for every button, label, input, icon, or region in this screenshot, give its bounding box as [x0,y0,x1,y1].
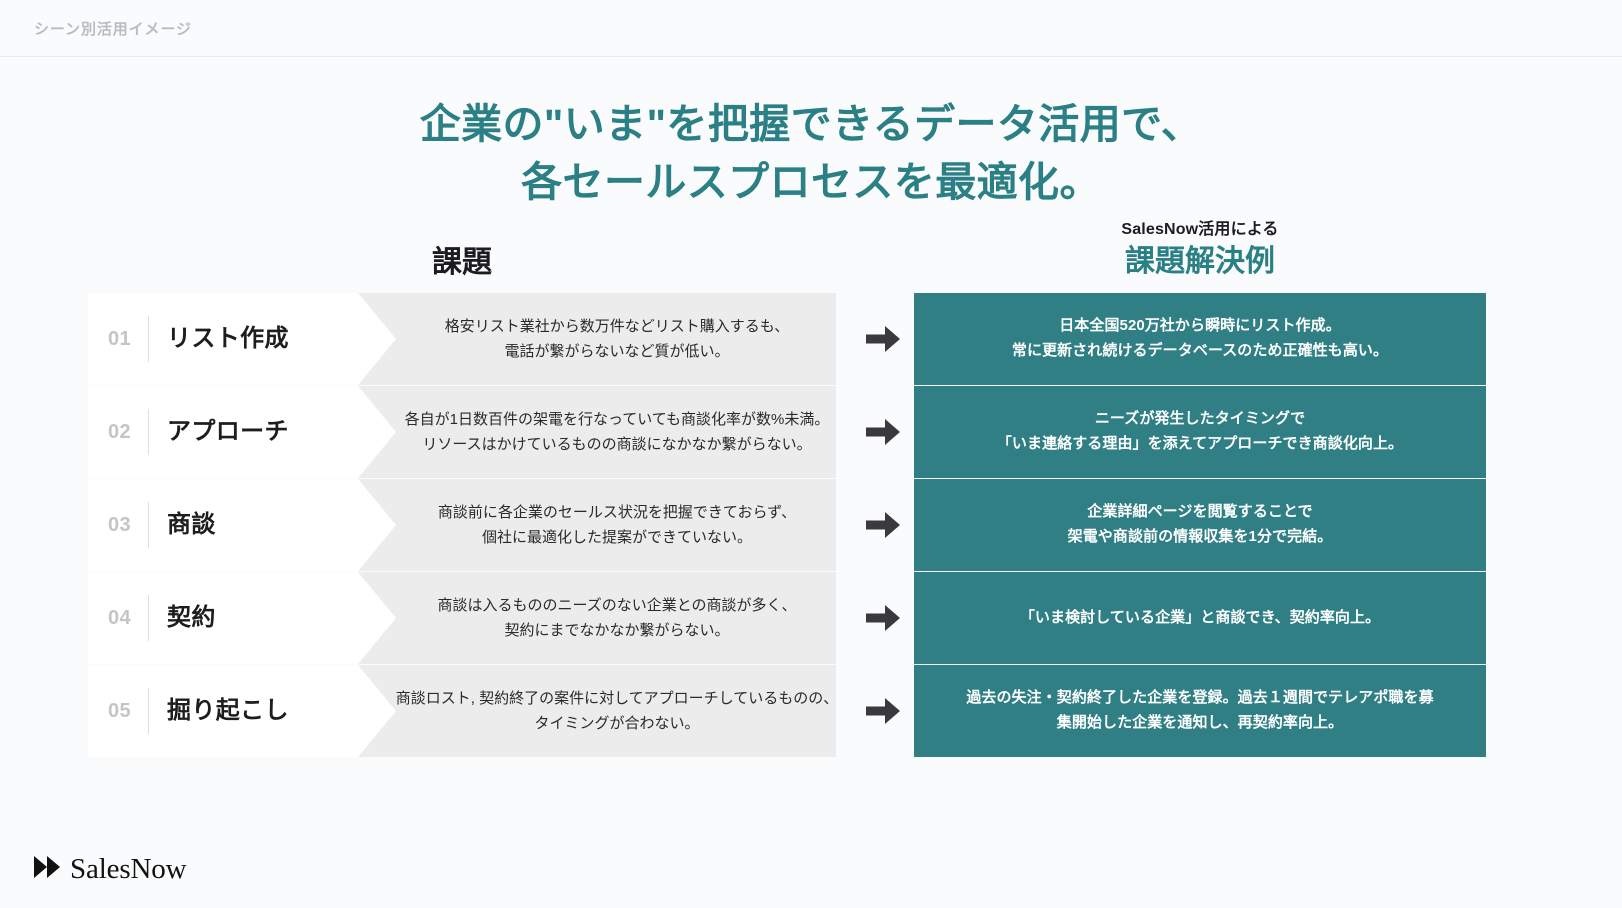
problem-description-line-2: リソースはかけているものの商談になかなか繋がらない。 [422,436,812,453]
topbar-label: シーン別活用イメージ [34,21,192,38]
solution-line-1: 日本全国520万社から瞬時にリスト作成。 [1059,317,1341,335]
solution-line-1: 「いま検討している企業」と商談でき、契約率向上。 [1019,608,1381,626]
solution-line-1: ニーズが発生したタイミングで [1094,410,1306,428]
chevron-shape-icon [358,665,396,757]
problem-description: 格安リスト業社から数万件などリスト購入するも、 電話が繋がらないなど質が低い。 [398,293,836,385]
problem-stage-name: 掘り起こし [167,696,289,724]
solution-card: 日本全国520万社から瞬時にリスト作成。 常に更新され続けるデータベースのため正… [914,293,1486,385]
process-rows: 01 リスト作成 格安リスト業社から数万件などリスト購入するも、 電話が繋がらな… [0,293,1622,758]
problem-label-block: 02 アプローチ [88,386,358,478]
problem-number: 05 [108,700,132,722]
divider [148,409,150,455]
problem-label-block: 05 掘り起こし [88,665,358,757]
right-arrow-icon [853,479,913,571]
problem-stage-name: リスト作成 [167,324,289,352]
problem-description-line-2: 個社に最適化した提案ができていない。 [481,529,752,546]
problem-description: 商談前に各企業のセールス状況を把握できておらず、 個社に最適化した提案ができてい… [398,479,836,571]
problem-description-line-1: 商談前に各企業のセールス状況を把握できておらず、 [437,503,797,521]
problem-description: 商談ロスト, 契約終了の案件に対してアプローチしているものの、 タイミングが合わ… [395,665,836,757]
problem-description-line-1: 商談ロスト, 契約終了の案件に対してアプローチしているものの、 [395,689,836,707]
problem-card: 02 アプローチ 各自が1日数百件の架電を行なっていても商談化率が数%未満。 リ… [88,386,836,478]
solution-line-2: 常に更新され続けるデータベースのため正確性も高い。 [1011,342,1389,359]
page-title: 企業の"いま"を把握できるデータ活用で、 各セールスプロセスを最適化。 [0,95,1622,211]
column-header-problems: 課題 [88,245,836,281]
problem-number: 01 [108,328,132,350]
logo-wordmark: SalesNow [70,853,187,885]
right-arrow-icon [853,293,913,385]
process-row: 03 商談 商談前に各企業のセールス状況を把握できておらず、 個社に最適化した提… [0,479,1622,571]
problem-card: 03 商談 商談前に各企業のセールス状況を把握できておらず、 個社に最適化した提… [88,479,836,571]
problem-description-line-2: タイミングが合わない。 [534,715,700,732]
solution-line-1: 企業詳細ページを閲覧することで [1087,503,1313,521]
chevron-shape-icon [358,572,396,664]
divider [148,502,150,548]
solution-card: 過去の失注・契約終了した企業を登録。過去１週間でテレアポ職を募 集開始した企業を… [914,665,1486,757]
problem-stage-name: 商談 [167,510,216,538]
problem-number: 02 [108,421,132,443]
process-row: 02 アプローチ 各自が1日数百件の架電を行なっていても商談化率が数%未満。 リ… [0,386,1622,478]
solution-line-2: 「いま連絡する理由」を添えてアプローチでき商談化向上。 [996,435,1404,452]
solution-card: 企業詳細ページを閲覧することで 架電や商談前の情報収集を1分で完結。 [914,479,1486,571]
problem-stage-name: 契約 [167,603,216,631]
solution-line-1: 過去の失注・契約終了した企業を登録。過去１週間でテレアポ職を募 [966,689,1434,707]
problem-description-line-1: 格安リスト業社から数万件などリスト購入するも、 [444,317,790,335]
footer-logo: SalesNow [34,853,187,885]
solution-line-2: 架電や商談前の情報収集を1分で完結。 [1067,528,1333,545]
chevron-shape-icon [358,293,396,385]
problem-label-block: 03 商談 [88,479,358,571]
problem-description-line-1: 各自が1日数百件の架電を行なっていても商談化率が数%未満。 [404,410,830,428]
problem-label-block: 01 リスト作成 [88,293,358,385]
right-arrow-icon [853,572,913,664]
right-arrow-icon [853,665,913,757]
right-arrow-icon [853,386,913,478]
process-row: 01 リスト作成 格安リスト業社から数万件などリスト購入するも、 電話が繋がらな… [0,293,1622,385]
problem-description: 商談は入るもののニーズのない企業との商談が多く、 契約にまでなかなか繋がらない。 [398,572,836,664]
column-header-solutions-label: 課題解決例 [1125,245,1275,279]
double-chevron-icon [34,855,64,884]
chevron-shape-icon [358,479,396,571]
title-line-1: 企業の"いま"を把握できるデータ活用で、 [419,101,1203,147]
solution-card: 「いま検討している企業」と商談でき、契約率向上。 [914,572,1486,664]
divider [148,688,150,734]
problem-number: 04 [108,607,132,629]
solution-line-2: 集開始した企業を通知し、再契約率向上。 [1056,714,1344,731]
topbar: シーン別活用イメージ [0,0,1622,57]
problem-label-block: 04 契約 [88,572,358,664]
problem-description: 各自が1日数百件の架電を行なっていても商談化率が数%未満。 リソースはかけている… [398,386,836,478]
solution-card: ニーズが発生したタイミングで 「いま連絡する理由」を添えてアプローチでき商談化向… [914,386,1486,478]
divider [148,316,150,362]
problem-description-line-1: 商談は入るもののニーズのない企業との商談が多く、 [437,596,797,614]
process-row: 05 掘り起こし 商談ロスト, 契約終了の案件に対してアプローチしているものの、… [0,665,1622,757]
column-header-solutions: SalesNow活用による 課題解決例 [914,218,1486,280]
problem-card: 04 契約 商談は入るもののニーズのない企業との商談が多く、 契約にまでなかなか… [88,572,836,664]
problem-description-line-2: 電話が繋がらないなど質が低い。 [504,343,730,360]
problem-stage-name: アプローチ [167,417,289,445]
problem-number: 03 [108,514,132,536]
column-header-solutions-sub: SalesNow活用による [1121,221,1279,238]
title-line-2: 各セールスプロセスを最適化。 [521,159,1101,206]
column-header-problems-label: 課題 [432,246,492,279]
chevron-shape-icon [358,386,396,478]
problem-card: 01 リスト作成 格安リスト業社から数万件などリスト購入するも、 電話が繋がらな… [88,293,836,385]
problem-description-line-2: 契約にまでなかなか繋がらない。 [504,622,730,639]
divider [148,595,150,641]
problem-card: 05 掘り起こし 商談ロスト, 契約終了の案件に対してアプローチしているものの、… [88,665,836,757]
process-row: 04 契約 商談は入るもののニーズのない企業との商談が多く、 契約にまでなかなか… [0,572,1622,664]
